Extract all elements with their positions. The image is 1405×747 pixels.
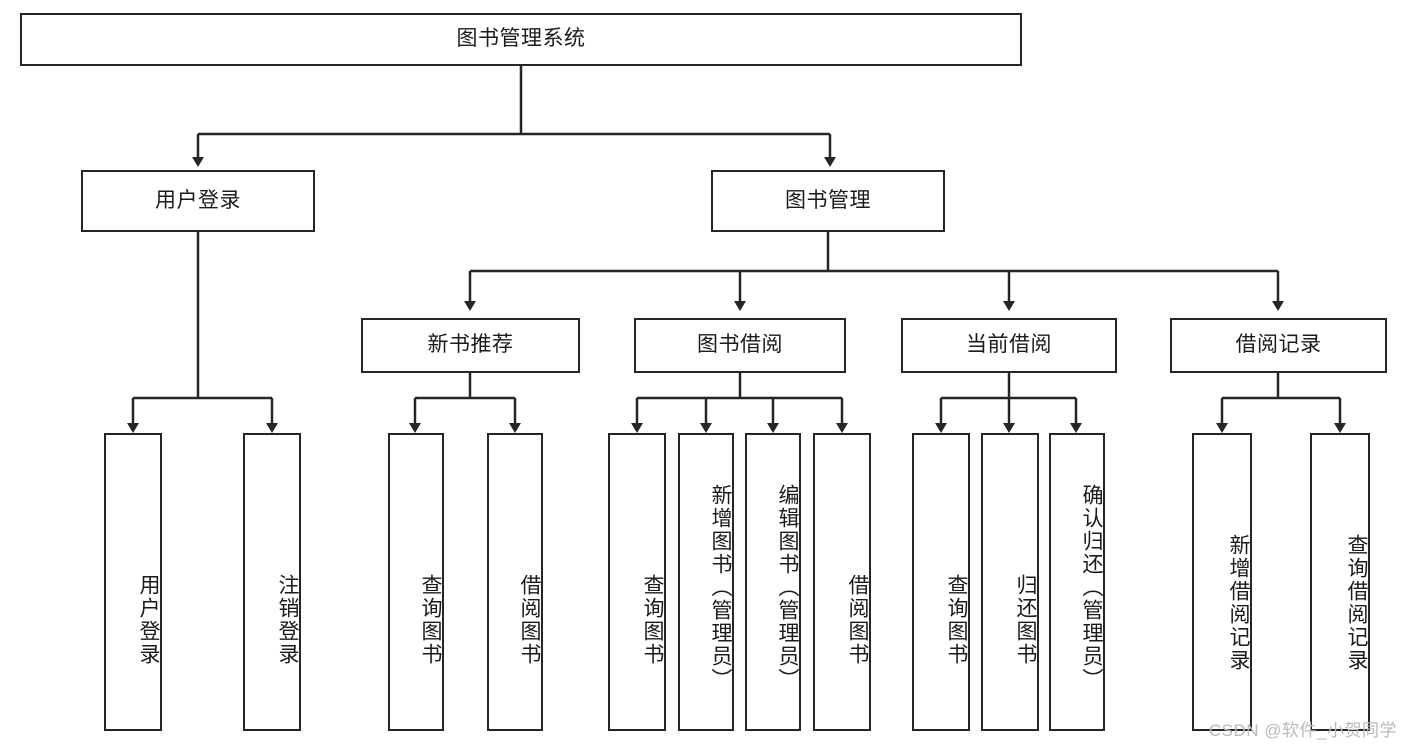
leaf-user-login-label: 用户登录 <box>137 573 160 666</box>
node-book-borrow[interactable]: 图书借阅 <box>634 318 846 373</box>
node-root[interactable]: 图书管理系统 <box>20 13 1022 66</box>
node-user-login[interactable]: 用户登录 <box>81 170 315 232</box>
node-current-borrow-label: 当前借阅 <box>966 333 1052 357</box>
watermark-text: CSDN @软件_小贺同学 <box>1208 721 1397 740</box>
node-new-book-recommend-label: 新书推荐 <box>427 333 514 357</box>
leaf-logout-login-label: 注销登录 <box>276 573 299 666</box>
leaf-query-book-1-label: 查询图书 <box>419 573 442 666</box>
leaf-add-book[interactable]: 新增图书（管理员） <box>678 433 734 731</box>
node-book-manage-label: 图书管理 <box>785 188 871 212</box>
leaf-confirm-return[interactable]: 确认归还（管理员） <box>1049 433 1105 731</box>
leaf-edit-book-label: 编辑图书（管理员） <box>776 483 799 691</box>
node-borrow-record[interactable]: 借阅记录 <box>1170 318 1387 373</box>
leaf-edit-book[interactable]: 编辑图书（管理员） <box>745 433 801 731</box>
leaf-return-book[interactable]: 归还图书 <box>981 433 1039 731</box>
node-book-manage[interactable]: 图书管理 <box>711 170 945 232</box>
leaf-borrow-book-2-label: 借阅图书 <box>846 573 869 666</box>
node-new-book-recommend[interactable]: 新书推荐 <box>361 318 580 373</box>
node-root-label: 图书管理系统 <box>456 27 586 51</box>
leaf-query-book-2-label: 查询图书 <box>641 573 664 666</box>
node-current-borrow[interactable]: 当前借阅 <box>901 318 1117 373</box>
leaf-return-book-label: 归还图书 <box>1014 573 1037 666</box>
leaf-borrow-book-1-label: 借阅图书 <box>518 573 541 666</box>
leaf-add-book-label: 新增图书（管理员） <box>709 483 732 691</box>
leaf-borrow-book-2[interactable]: 借阅图书 <box>813 433 871 731</box>
leaf-query-record-label: 查询借阅记录 <box>1345 534 1368 672</box>
node-borrow-record-label: 借阅记录 <box>1235 333 1322 357</box>
leaf-confirm-return-label: 确认归还（管理员） <box>1080 483 1103 691</box>
leaf-query-book-3[interactable]: 查询图书 <box>912 433 970 731</box>
leaf-query-book-2[interactable]: 查询图书 <box>608 433 666 731</box>
node-user-login-label: 用户登录 <box>155 188 241 212</box>
node-book-borrow-label: 图书借阅 <box>697 333 783 357</box>
leaf-user-login[interactable]: 用户登录 <box>104 433 162 731</box>
leaf-add-record-label: 新增借阅记录 <box>1227 534 1250 672</box>
leaf-query-record[interactable]: 查询借阅记录 <box>1310 433 1370 731</box>
leaf-query-book-3-label: 查询图书 <box>945 573 968 666</box>
leaf-borrow-book-1[interactable]: 借阅图书 <box>487 433 543 731</box>
leaf-logout-login[interactable]: 注销登录 <box>243 433 301 731</box>
leaf-query-book-1[interactable]: 查询图书 <box>388 433 444 731</box>
leaf-add-record[interactable]: 新增借阅记录 <box>1192 433 1252 731</box>
